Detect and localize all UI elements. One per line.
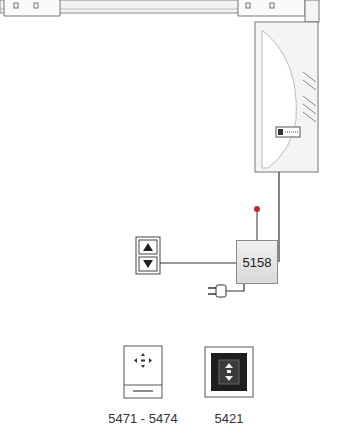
housing-face bbox=[262, 30, 296, 168]
bracket-hole bbox=[14, 3, 18, 8]
end-cap bbox=[305, 0, 319, 22]
switch-key bbox=[139, 257, 157, 271]
antenna-tip bbox=[254, 206, 260, 212]
motor-wire bbox=[278, 172, 279, 262]
bracket-hole bbox=[246, 3, 250, 8]
motor-label-mark bbox=[278, 129, 283, 135]
remote-arrows bbox=[134, 353, 152, 368]
up-arrow bbox=[225, 363, 233, 368]
motor-label-plate bbox=[276, 127, 300, 137]
wall-remote-face bbox=[211, 353, 247, 391]
remote-band bbox=[124, 385, 162, 386]
model-number: 5471 - 5474 bbox=[108, 411, 177, 426]
bracket bbox=[238, 0, 305, 16]
plug bbox=[216, 285, 226, 297]
wall-remote-key bbox=[219, 360, 239, 384]
bracket-hole bbox=[34, 3, 38, 8]
control-box: 5158 bbox=[236, 240, 278, 284]
down-arrow bbox=[225, 376, 233, 381]
switch-wire bbox=[160, 262, 236, 263]
remote-brand-mark bbox=[133, 390, 153, 392]
wall-switch bbox=[136, 237, 160, 274]
plug-pin bbox=[208, 287, 216, 289]
housing-vents bbox=[303, 72, 316, 122]
down-arrow bbox=[143, 260, 153, 268]
switch-key bbox=[139, 240, 157, 254]
model-number: 5421 bbox=[215, 411, 244, 426]
motor-housing bbox=[255, 22, 318, 172]
bracket bbox=[4, 0, 60, 16]
plug-pin bbox=[208, 293, 216, 295]
stop-mark bbox=[227, 370, 231, 373]
bracket-hole bbox=[270, 3, 274, 8]
wall-remote bbox=[205, 347, 253, 397]
antenna bbox=[256, 211, 257, 240]
motor-label-mark bbox=[285, 132, 298, 133]
up-arrow bbox=[143, 243, 153, 251]
device-number: 5158 bbox=[243, 255, 272, 270]
power-cord bbox=[226, 284, 244, 291]
hand-remote bbox=[124, 346, 162, 398]
